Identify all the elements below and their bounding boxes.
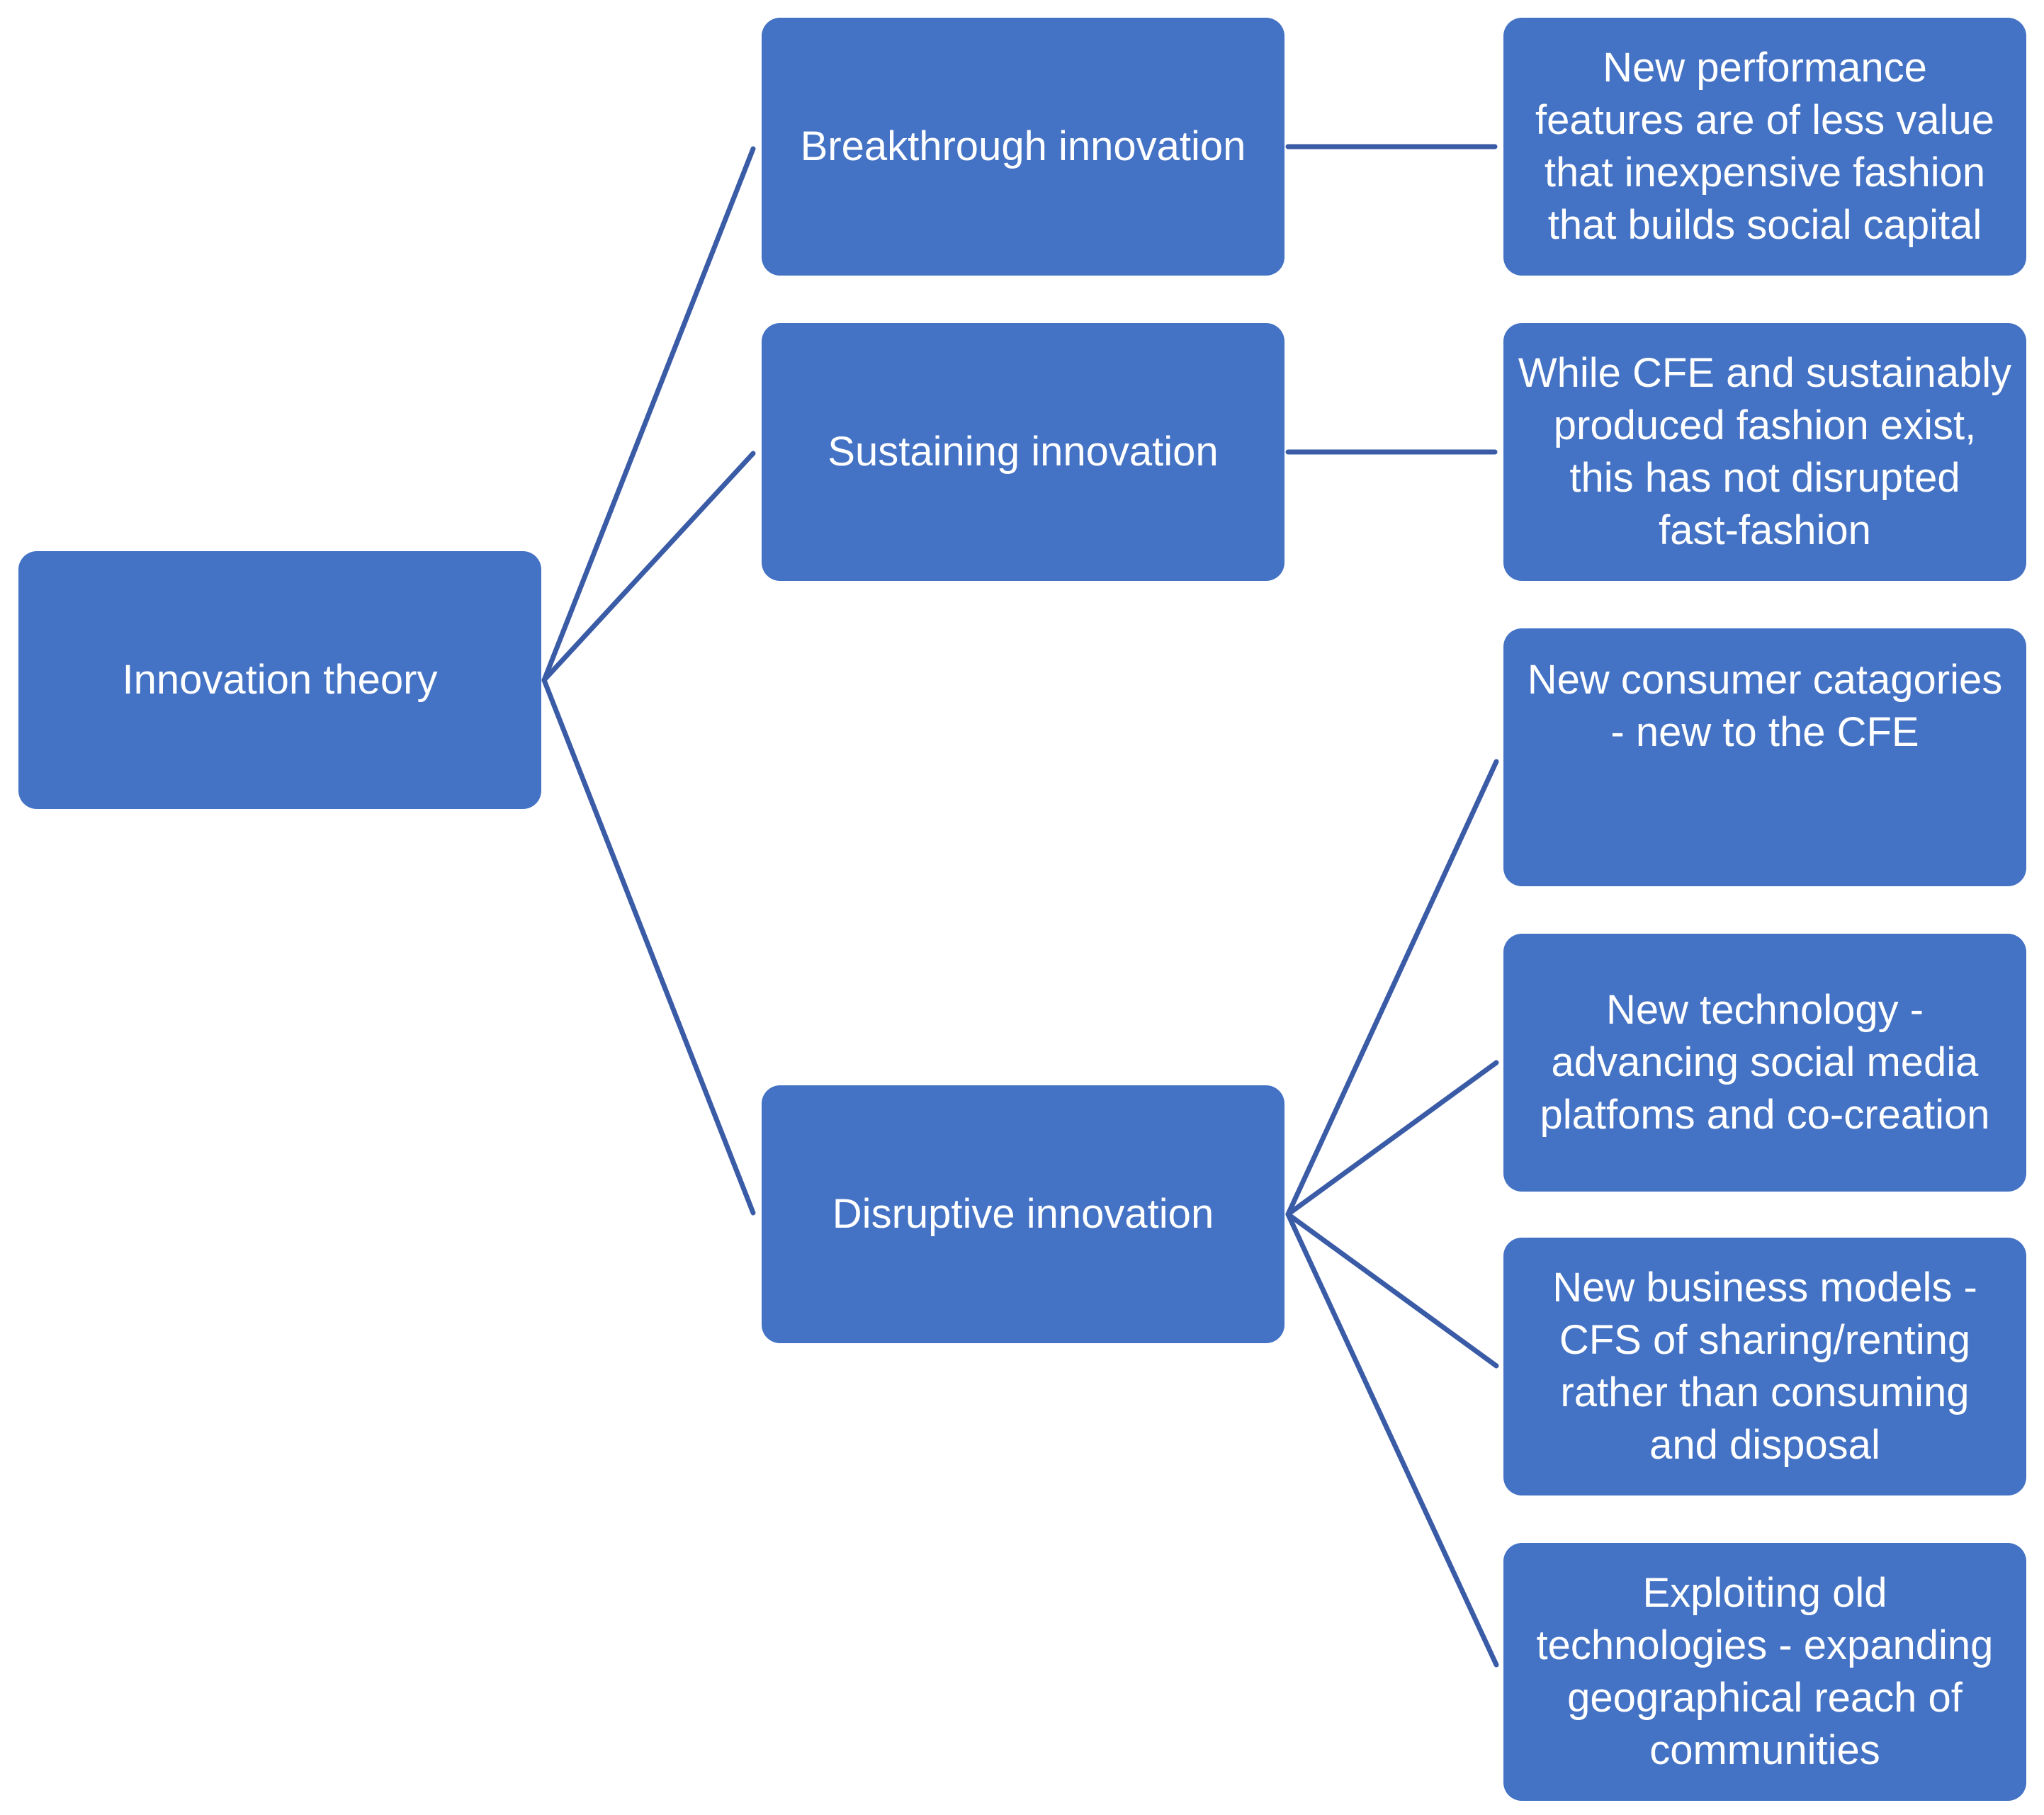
node-new-technology: New technology - advancing social media … bbox=[1503, 934, 2026, 1192]
connector-root-to-sustaining bbox=[541, 451, 756, 683]
connector-disruptive-to-new-technology bbox=[1285, 1060, 1499, 1217]
connector-root-to-breakthrough bbox=[541, 146, 756, 683]
node-cfe-sustainable-fashion-label: While CFE and sustainably produced fashi… bbox=[1518, 350, 2012, 553]
node-disruptive-innovation-label: Disruptive innovation bbox=[832, 1191, 1214, 1237]
node-breakthrough-innovation: Breakthrough innovation bbox=[762, 18, 1284, 276]
connector-disruptive-to-old-technologies bbox=[1285, 1211, 1499, 1668]
node-new-business-models: New business models - CFS of sharing/ren… bbox=[1503, 1238, 2026, 1495]
node-new-business-models-label: New business models - CFS of sharing/ren… bbox=[1552, 1265, 1977, 1468]
connector-disruptive-to-consumer-categories bbox=[1285, 759, 1499, 1217]
node-sustaining-innovation: Sustaining innovation bbox=[762, 323, 1284, 581]
connector-root-to-disruptive bbox=[541, 677, 756, 1216]
node-new-technology-label: New technology - advancing social media … bbox=[1540, 987, 1990, 1138]
node-new-consumer-categories: New consumer catagories - new to the CFE bbox=[1503, 628, 2026, 886]
node-new-consumer-categories-label: New consumer catagories - new to the CFE bbox=[1527, 657, 2003, 755]
node-exploiting-old-technologies-label: Exploiting old technologies - expanding … bbox=[1536, 1570, 1994, 1773]
node-disruptive-innovation: Disruptive innovation bbox=[762, 1085, 1284, 1343]
node-breakthrough-innovation-label: Breakthrough innovation bbox=[800, 123, 1246, 169]
node-new-performance-features: New performance features are of less val… bbox=[1503, 18, 2026, 276]
node-innovation-theory: Innovation theory bbox=[18, 551, 541, 809]
node-cfe-sustainable-fashion: While CFE and sustainably produced fashi… bbox=[1503, 323, 2026, 581]
node-new-performance-features-label: New performance features are of less val… bbox=[1535, 45, 1995, 248]
node-exploiting-old-technologies: Exploiting old technologies - expanding … bbox=[1503, 1543, 2026, 1801]
node-innovation-theory-label: Innovation theory bbox=[122, 657, 438, 703]
node-sustaining-innovation-label: Sustaining innovation bbox=[828, 429, 1219, 475]
connector-disruptive-to-business-models bbox=[1285, 1211, 1499, 1369]
